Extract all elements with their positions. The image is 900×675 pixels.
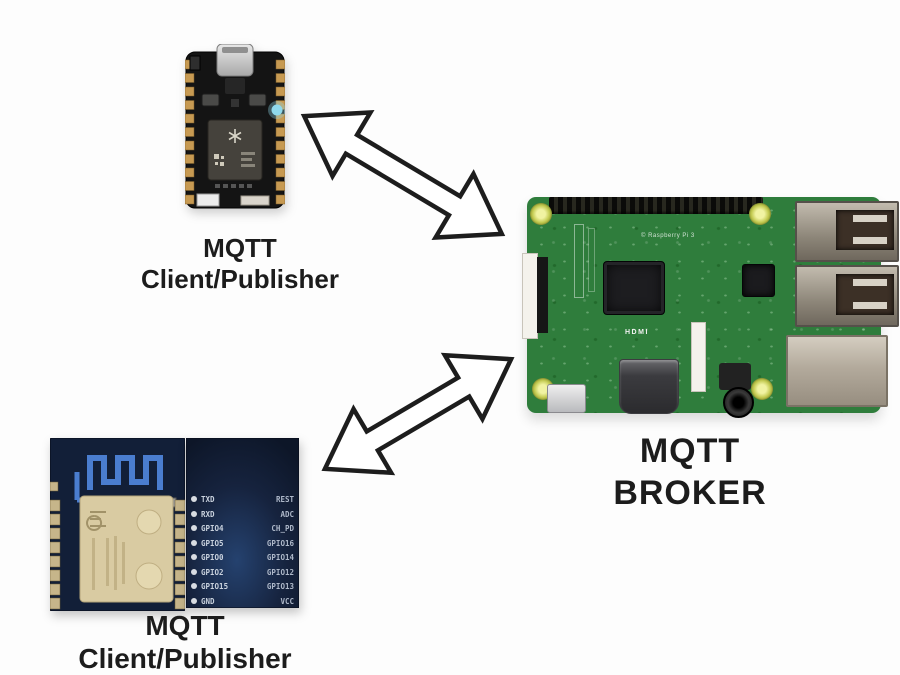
pin-label: VCC [280,597,294,606]
bottom-pad [240,195,270,206]
status-led [268,101,285,119]
jst-connector [196,193,220,207]
pin-label: ADC [280,510,294,519]
lan-controller-chip [742,264,775,297]
photon-client-caption: MQTT Client/Publisher [105,233,375,295]
wifi-shield-module [207,119,263,181]
pin-label: GPIO4 [201,524,224,533]
soc-chip [603,261,665,315]
audio-jack [723,387,754,418]
mounting-hole [749,203,771,225]
esp8266-back-board: TXD RXD GPIO4 GPIO5 GPIO0 GPIO2 GPIO15 G… [186,438,299,608]
caption-line: MQTT [639,432,741,470]
mode-switch [189,55,201,71]
pin-label: CH_PD [271,524,294,533]
particle-photon-board [185,44,285,209]
pin-label: GPIO0 [201,553,224,562]
usb-port-stack-bottom [795,265,899,327]
pin-label: GPIO16 [267,539,295,548]
castellated-pins [185,59,285,205]
broker-caption: MQTT BROKER [555,430,825,514]
pi-silkscreen-text: © Raspberry Pi 3 [641,233,695,239]
camera-connector [691,322,706,392]
castellated-pins [50,481,185,610]
hdmi-port [619,359,679,414]
pin-label: GPIO12 [267,568,294,577]
micro-usb-port [216,44,254,77]
pin-label: GPIO2 [201,568,224,577]
caption-line: Client/Publisher [141,264,339,294]
gpio-header [549,197,763,214]
pin-label: GND [201,597,215,606]
usb-port-stack-top [795,201,899,262]
micro-usb-power-port [547,384,586,413]
audio-jack-body [719,363,751,390]
esp8266-front-board [50,438,185,611]
rf-shield-can [79,495,174,603]
mounting-hole [751,378,773,400]
bidirectional-arrow-esp-broker [321,352,515,476]
qr-mark [214,154,224,166]
solder-pads [191,496,197,604]
raspberry-pi-board: © Raspberry Pi 3 HDMI [522,197,899,418]
pin-label: REST [276,495,295,504]
pinout-left-column: TXD RXD GPIO4 GPIO5 GPIO0 GPIO2 GPIO15 G… [201,495,228,606]
pin-label: GPIO15 [201,582,228,591]
silkscreen-outline [574,224,584,298]
pin-label: GPIO5 [201,539,224,548]
mounting-hole [530,203,552,225]
pinout-right-column: REST ADC CH_PD GPIO16 GPIO14 GPIO12 GPIO… [267,495,295,606]
caption-line: MQTT [203,233,277,263]
caption-line: MQTT [145,610,225,641]
reset-button [248,93,267,107]
display-connector-latch [537,257,548,333]
ethernet-port [786,335,888,407]
caption-line: Client/Publisher [78,643,292,674]
esp-client-caption: MQTT Client/Publisher [35,609,335,675]
silkscreen-outline [588,228,595,292]
pin-label: GPIO14 [267,553,295,562]
caption-line: BROKER [613,474,767,512]
pin-label: TXD [201,495,215,504]
pin-label: RXD [201,510,215,519]
hdmi-silkscreen-label: HDMI [625,329,649,336]
display-connector [522,253,538,339]
setup-button [201,93,220,107]
pin-label: GPIO13 [267,582,295,591]
regulator-chip [225,78,245,94]
